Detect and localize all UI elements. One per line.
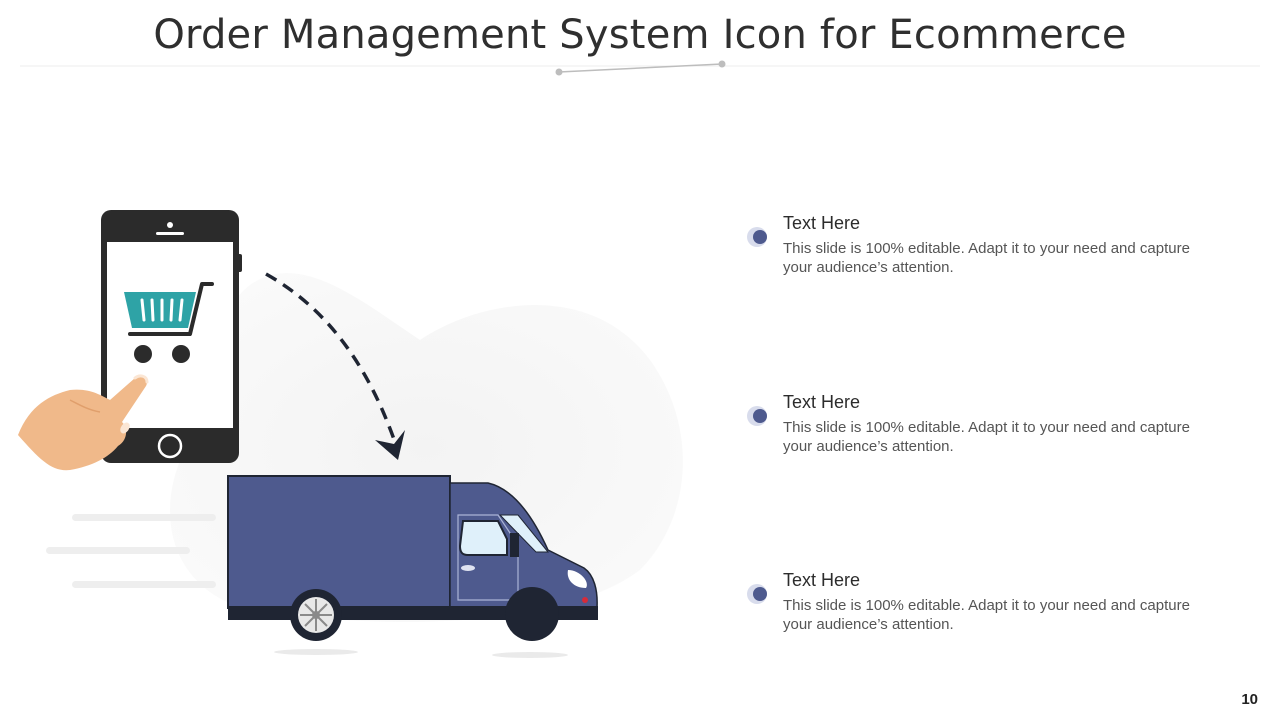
bullet-dot-icon <box>747 406 767 426</box>
delivery-truck-icon <box>227 475 598 641</box>
speed-lines <box>46 514 216 588</box>
wheel-shadow <box>274 649 358 655</box>
bullet-body: This slide is 100% editable. Adapt it to… <box>783 419 1190 455</box>
pointing-hand-icon <box>18 374 149 471</box>
bullet-heading: Text Here <box>783 213 861 233</box>
title-divider <box>20 60 1260 76</box>
slide-title: Order Management System Icon for Ecommer… <box>153 12 1127 58</box>
bullet-body: This slide is 100% editable. Adapt it to… <box>783 597 1190 633</box>
ecommerce-illustration <box>18 210 683 658</box>
shopping-cart-icon <box>124 282 214 363</box>
wheel-shadow <box>492 652 568 658</box>
dashed-arrow-icon <box>265 272 405 460</box>
bullet-dot-icon <box>747 227 767 247</box>
bullet-body: This slide is 100% editable. Adapt it to… <box>783 240 1190 276</box>
page-number: 10 <box>1241 691 1258 708</box>
bullet-heading: Text Here <box>783 392 861 412</box>
bullet-dot-icon <box>747 584 767 604</box>
bullet-heading: Text Here <box>783 570 861 590</box>
